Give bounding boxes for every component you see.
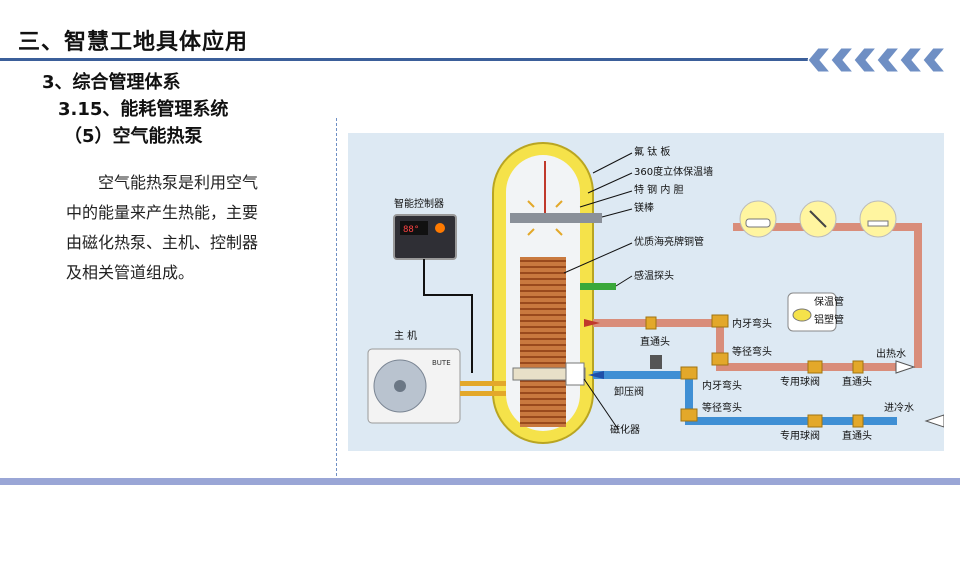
host-brand: BUTE — [432, 359, 451, 367]
flow-arrow-icon — [584, 319, 600, 327]
label-fluorotitanium-board: 氟 钛 板 — [634, 145, 670, 158]
controller-knob-icon — [435, 223, 445, 233]
body-paragraph: 空气能热泵是利用空气 中的能量来产生热能，主要 由磁化热泵、主机、控制器 及相关… — [66, 168, 276, 288]
leader-lines — [563, 152, 633, 430]
copper-coil — [520, 257, 566, 427]
heading-level-1: 3、综合管理体系 — [42, 72, 181, 93]
label-ball-valve-1: 专用球阀 — [780, 375, 820, 388]
body-line: 空气能热泵是利用空气 — [98, 173, 259, 192]
label-cold-water-in: 进冷水 — [884, 401, 914, 414]
inlet-bar — [510, 213, 602, 223]
refrigerant-pipe — [460, 391, 506, 396]
cold-inlet-arrow-icon — [924, 414, 944, 428]
controller-screen — [400, 221, 428, 235]
flow-arrow-icon — [588, 371, 604, 379]
label-magnesium-rod: 镁棒 — [634, 201, 654, 214]
cold-water-pipe — [593, 371, 897, 425]
label-reducing-elbow-1: 等径弯头 — [732, 345, 772, 358]
heading-level-2: 3.15、能耗管理系统 — [58, 99, 229, 120]
slide-title: 三、智慧工地具体应用 — [18, 30, 249, 55]
label-aluminum-plastic-pipe: 铝塑管 — [814, 313, 844, 326]
heading-level-3: （5）空气能热泵 — [64, 126, 203, 147]
temperature-probe — [580, 283, 616, 290]
pipe-legend-box — [787, 292, 837, 332]
footer-bar — [0, 478, 960, 485]
label-straight-joint-3: 直通头 — [842, 429, 872, 442]
body-line: 及相关管道组成。 — [66, 263, 195, 282]
body-line: 中的能量来产生热能，主要 — [66, 203, 259, 222]
vertical-divider — [336, 118, 337, 476]
label-straight-joint-1: 直通头 — [640, 335, 670, 348]
label-inner-elbow-1: 内牙弯头 — [732, 317, 772, 330]
magnetizer — [565, 362, 585, 386]
heat-rays-icon — [527, 200, 563, 236]
title-underline — [0, 58, 808, 61]
chevron-decoration-icon — [807, 47, 947, 73]
label-smart-controller: 智能控制器 — [394, 197, 444, 210]
label-reducing-elbow-2: 等径弯头 — [702, 401, 742, 414]
relief-valve — [650, 355, 662, 369]
label-straight-joint-2: 直通头 — [842, 375, 872, 388]
label-insulation-pipe: 保温管 — [814, 295, 844, 308]
air-heat-pump-diagram: 88° BUTE — [348, 133, 944, 451]
label-ball-valve-2: 专用球阀 — [780, 429, 820, 442]
label-magnetizer: 磁化器 — [610, 423, 640, 436]
pipe-section-icon — [792, 308, 812, 322]
label-relief-valve: 卸压阀 — [614, 385, 644, 398]
control-wire — [423, 259, 473, 373]
label-temp-probe: 感温探头 — [634, 269, 674, 282]
controller-display: 88° — [403, 225, 419, 235]
body-line: 由磁化热泵、主机、控制器 — [66, 233, 259, 252]
label-inner-elbow-2: 内牙弯头 — [702, 379, 742, 392]
label-steel-liner: 特 钢 内 胆 — [634, 183, 684, 196]
brass-fittings — [645, 314, 864, 428]
hot-outlet-arrow-icon — [895, 360, 916, 374]
label-hot-water-out: 出热水 — [876, 347, 906, 360]
label-host: 主 机 — [394, 329, 417, 342]
refrigerant-pipe — [460, 381, 506, 386]
label-insulation-wall: 360度立体保温墙 — [634, 165, 713, 178]
sink-icon — [859, 200, 897, 238]
label-copper-pipe: 优质海亮牌铜管 — [634, 235, 704, 248]
